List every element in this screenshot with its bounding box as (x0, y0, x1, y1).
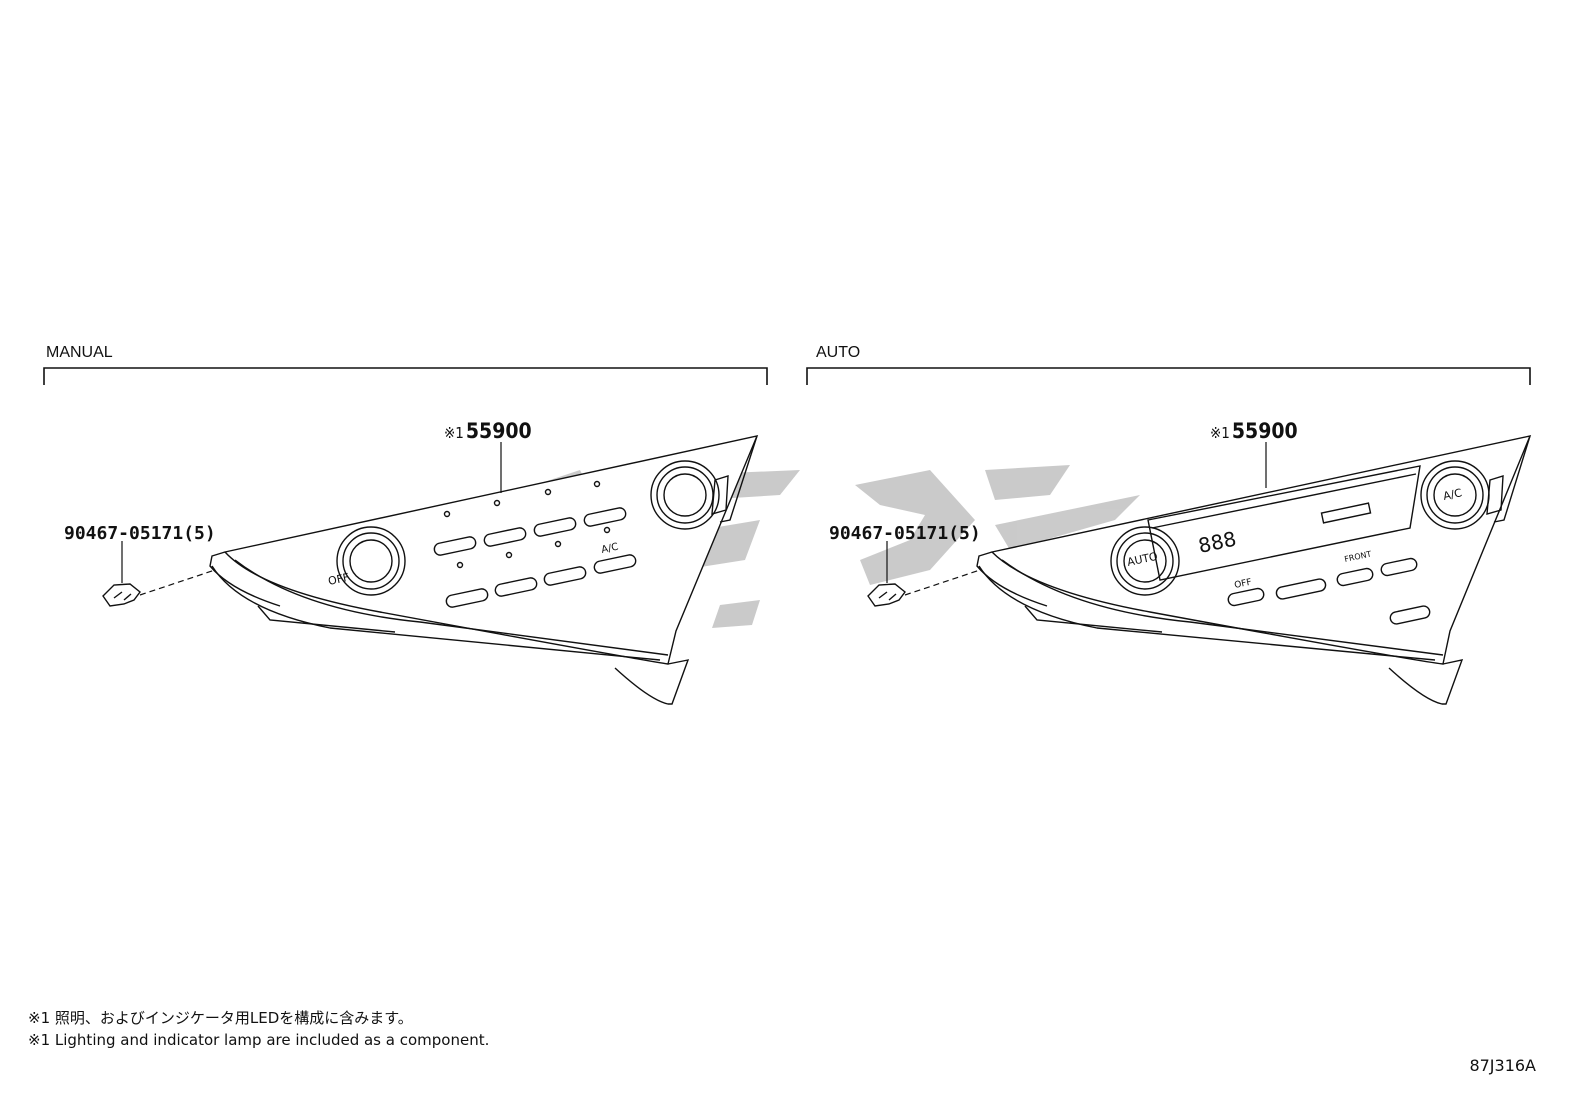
auto-section-label: AUTO (816, 344, 861, 361)
manual-control-panel (121, 435, 759, 705)
manual-ref-mark: ※1 (444, 424, 464, 442)
auto-fastener-label: 90467-05171(5) (829, 523, 981, 544)
auto-bracket (806, 367, 1531, 385)
drawing-code: 87J316A (1469, 1056, 1536, 1075)
manual-button-row-2 (445, 554, 637, 608)
manual-part-number: 55900 (465, 419, 532, 443)
manual-fastener-label: 90467-05171(5) (64, 523, 216, 544)
auto-part-number: 55900 (1231, 419, 1298, 443)
auto-clip-icon (867, 583, 906, 607)
auto-part-ref-label: ※155900 (1210, 419, 1298, 443)
manual-bracket (43, 367, 768, 385)
footnote-english: ※1 Lighting and indicator lamp are inclu… (28, 1031, 490, 1049)
footnote-japanese: ※1 照明、およびインジケータ用LEDを構成に含みます。 (28, 1009, 413, 1027)
auto-off-text: OFF (1234, 578, 1253, 591)
manual-section-label: MANUAL (46, 344, 113, 361)
manual-part-ref-label: ※155900 (444, 419, 532, 443)
manual-clip-icon (102, 583, 141, 607)
auto-ref-mark: ※1 (1210, 424, 1230, 442)
auto-control-panel (886, 435, 1532, 705)
auto-knob-auto-text: AUTO (1126, 550, 1159, 569)
manual-knob-off-text: OFF (327, 571, 351, 588)
auto-button-row (1227, 557, 1431, 625)
manual-button-row-1 (433, 507, 627, 556)
auto-knob-ac-text: A/C (1442, 486, 1464, 503)
manual-ac-text: A/C (600, 542, 619, 556)
